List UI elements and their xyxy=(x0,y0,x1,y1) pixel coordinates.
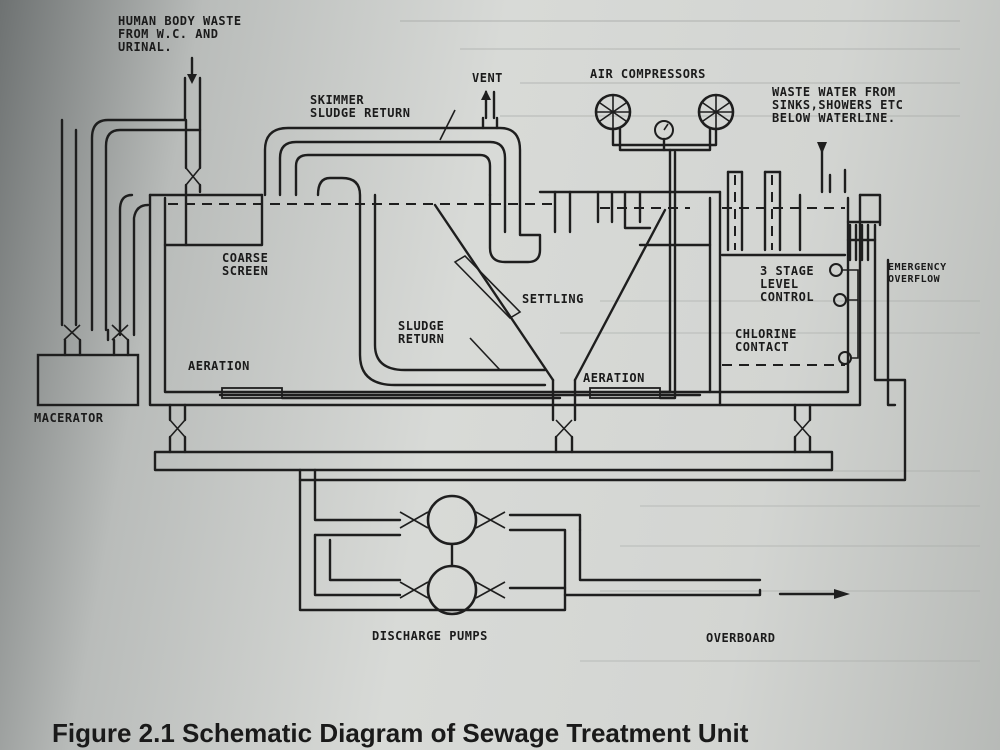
label-sludge-return-1: SLUDGE xyxy=(398,319,444,333)
macerator-unit xyxy=(36,353,140,407)
label-coarse-1: COARSE xyxy=(222,251,268,265)
label-vent: VENT xyxy=(472,71,503,85)
label-waste-water-1: WASTE WATER FROM xyxy=(772,85,896,99)
label-overboard: OVERBOARD xyxy=(706,631,776,645)
label-aeration-right: AERATION xyxy=(583,371,645,385)
label-human-waste-1: HUMAN BODY WASTE xyxy=(118,14,242,28)
label-aeration-left: AERATION xyxy=(188,359,250,373)
label-level-3: CONTROL xyxy=(760,290,814,304)
label-level-1: 3 STAGE xyxy=(760,264,814,278)
label-emergency-1: EMERGENCY xyxy=(888,262,947,273)
settling-chamber xyxy=(433,203,712,422)
waste-inlet-piping xyxy=(60,56,202,357)
label-chlorine-2: CONTACT xyxy=(735,340,789,354)
discharge-pumps xyxy=(298,468,850,616)
weir-baffles xyxy=(553,190,652,234)
bottom-manifold xyxy=(153,403,834,472)
label-skimmer-1: SKIMMER xyxy=(310,93,364,107)
coarse-screen xyxy=(163,190,264,247)
label-emergency-2: OVERFLOW xyxy=(888,274,941,285)
label-waste-water-3: BELOW WATERLINE. xyxy=(772,111,896,125)
label-chlorine-1: CHLORINE xyxy=(735,327,797,341)
label-level-2: LEVEL xyxy=(760,277,799,291)
sludge-return-pipe xyxy=(316,176,547,387)
label-macerator: MACERATOR xyxy=(34,411,104,425)
label-discharge-pumps: DISCHARGE PUMPS xyxy=(372,629,488,643)
skimmer-sludge-return-pipe xyxy=(263,90,542,264)
label-waste-water-2: SINKS,SHOWERS ETC xyxy=(772,98,903,112)
label-human-waste-2: FROM W.C. AND xyxy=(118,27,218,41)
label-coarse-2: SCREEN xyxy=(222,264,268,278)
air-compressors xyxy=(594,93,735,152)
label-skimmer-2: SLUDGE RETURN xyxy=(310,106,410,120)
label-settling: SETTLING xyxy=(522,292,584,306)
label-human-waste-3: URINAL. xyxy=(118,40,172,54)
label-sludge-return-2: RETURN xyxy=(398,332,444,346)
figure-caption: Figure 2.1 Schematic Diagram of Sewage T… xyxy=(52,718,749,748)
level-control-chamber xyxy=(298,142,907,482)
label-air-compressors: AIR COMPRESSORS xyxy=(590,67,706,81)
aeration-diffusers xyxy=(221,148,677,400)
